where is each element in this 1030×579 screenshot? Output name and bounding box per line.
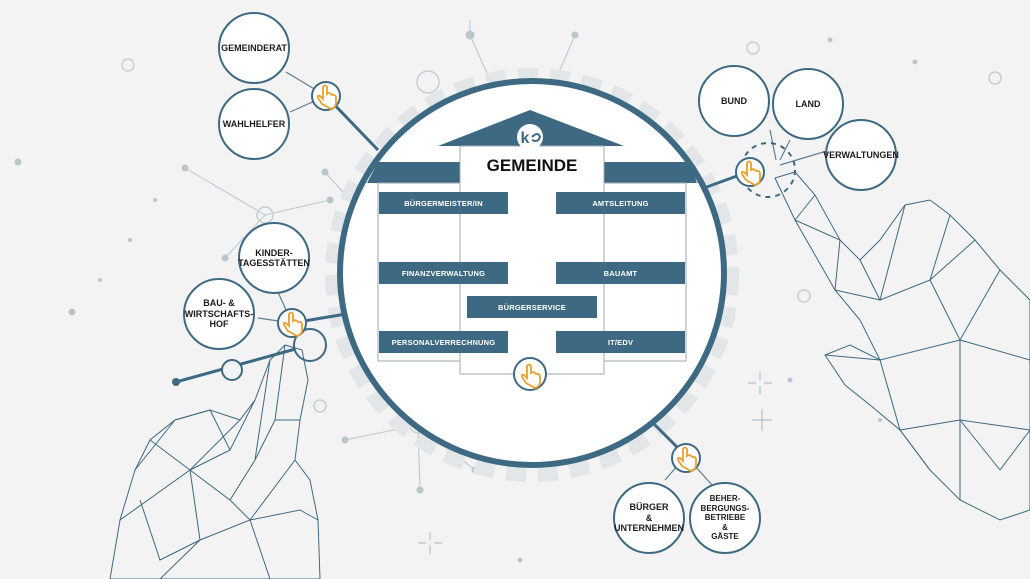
dept-buergermeister[interactable]: BÜRGERMEISTER/IN [379,192,508,214]
node-buerger [613,482,685,554]
left-hand-mesh [109,344,321,579]
node-circles [183,12,897,554]
dept-bauamt[interactable]: BAUAMT [556,262,685,284]
node-verwaltungen [825,119,897,191]
node-bund [698,65,770,137]
logo-letter: k [521,130,530,147]
node-wahlhelfer [218,88,290,160]
hand-pointer-icons [282,84,761,472]
background-network [14,20,918,563]
dept-itedv[interactable]: IT/EDV [556,331,685,353]
logo-icon: k [517,124,543,150]
connector-dots [172,378,180,386]
dept-amtsleitung[interactable]: AMTSLEITUNG [556,192,685,214]
dept-personalverrechnung[interactable]: PERSONALVERRECHNUNG [379,331,508,353]
gear-outline [325,68,739,482]
node-bauhof [183,278,255,350]
crosshair-marks [418,372,772,554]
node-beherbergung [689,482,761,554]
dept-finanzverwaltung[interactable]: FINANZVERWALTUNG [379,262,508,284]
node-kindertagesstaetten [238,222,310,294]
node-land [772,68,844,140]
node-gemeinderat [218,12,290,84]
dept-buergerservice[interactable]: BÜRGERSERVICE [467,296,597,318]
page-title: GEMEINDE [486,156,578,175]
right-hand-mesh [774,171,1030,521]
pointer-badges [277,81,765,473]
connector-rings [221,328,327,381]
